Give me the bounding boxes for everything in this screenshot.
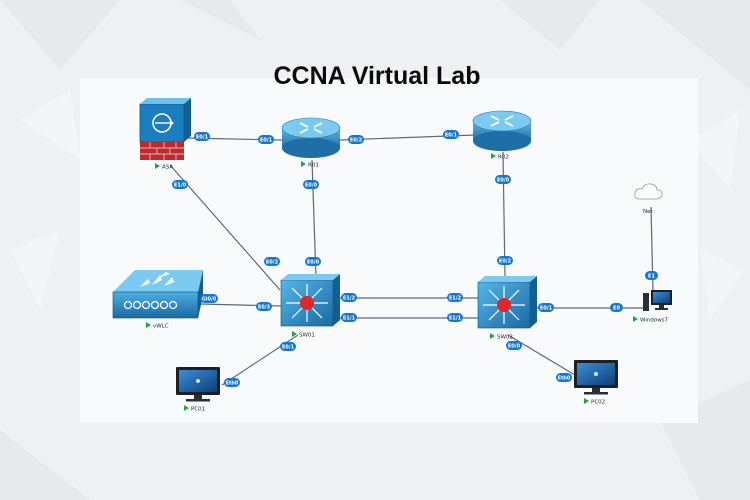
links (169, 134, 654, 386)
svg-text:E1/1: E1/1 (449, 316, 462, 322)
port-badge: E0/1 (194, 132, 210, 141)
svg-text:E1/2: E1/2 (449, 296, 462, 302)
device-label-pc01: PC01 (191, 407, 205, 413)
link-asa-sw01 (169, 164, 281, 291)
svg-text:E0/0: E0/0 (305, 183, 318, 189)
page-title: CCNA Virtual Lab (273, 62, 481, 90)
svg-text:Eth0: Eth0 (226, 381, 239, 387)
port-badge: E0/0 (506, 341, 522, 350)
port-badge: E0/1 (538, 303, 554, 312)
status-arrow-icon (491, 153, 496, 159)
device-label-asa: ASA (162, 165, 173, 171)
svg-text:E1/2: E1/2 (343, 296, 356, 302)
status-arrow-icon (184, 405, 189, 411)
port-badge: Gi0/0 (200, 294, 218, 303)
wireless-controller-icon[interactable] (112, 270, 203, 319)
svg-text:E0/1: E0/1 (445, 133, 458, 139)
port-badge: E1/1 (447, 313, 463, 322)
svg-text:E0/1: E0/1 (282, 345, 295, 351)
device-label-r01: R01 (308, 163, 319, 169)
svg-text:E0/1: E0/1 (260, 138, 273, 144)
port-badge: E1/2 (447, 293, 463, 302)
svg-text:E0/0: E0/0 (497, 178, 510, 184)
port-badge: Eth0 (224, 378, 240, 387)
port-badge: E0/0 (495, 175, 511, 184)
svg-text:E0/2: E0/2 (350, 138, 363, 144)
multilayer-switch-icon[interactable] (477, 276, 537, 329)
port-badge: E0 (610, 303, 623, 312)
port-badge: E1/2 (341, 293, 357, 302)
device-label-pc02: PC02 (591, 400, 605, 406)
port-badge: E1 (645, 271, 658, 280)
svg-text:E0/0: E0/0 (508, 344, 521, 350)
status-arrow-icon (490, 333, 495, 339)
port-badge: E0/0 (305, 257, 321, 266)
port-badge: Eth0 (556, 373, 572, 382)
port-badge: E1/1 (341, 313, 357, 322)
port-badge: E0/0 (303, 180, 319, 189)
svg-text:E0/2: E0/2 (266, 260, 279, 266)
device-label-r02: R02 (498, 155, 509, 161)
device-label-sw02: SW02 (497, 335, 513, 341)
svg-text:E0/1: E0/1 (196, 135, 209, 141)
desktop-computer-icon[interactable] (643, 290, 672, 311)
asa-firewall-icon[interactable] (139, 98, 191, 160)
port-badge: E0/2 (497, 256, 513, 265)
port-badge: E0/1 (280, 342, 296, 351)
port-badge: E0/2 (348, 135, 364, 144)
status-arrow-icon (292, 331, 297, 337)
cloud-icon[interactable] (634, 183, 663, 200)
svg-text:E0/2: E0/2 (499, 259, 512, 265)
svg-text:E1/1: E1/1 (343, 316, 356, 322)
svg-text:E0/1: E0/1 (540, 306, 553, 312)
device-label-windows7: Windows7 (640, 318, 669, 324)
svg-text:E0/0: E0/0 (307, 260, 320, 266)
device-label-sw01: SW01 (299, 333, 315, 339)
device-label-vwlc: vWLC (153, 324, 169, 330)
svg-text:E1/0: E1/0 (174, 183, 187, 189)
device-label-net: Net (643, 209, 653, 215)
status-arrow-icon (146, 322, 151, 328)
svg-text:E0: E0 (613, 306, 620, 312)
svg-text:E0/3: E0/3 (258, 305, 271, 311)
port-badges: E0/1 E0/1 E0/2 E0/1 E1/0 E0/2 E0/0 E0/0 … (172, 130, 658, 387)
port-badge: E1/0 (172, 180, 188, 189)
status-arrow-icon (633, 316, 638, 322)
multilayer-switch-icon[interactable] (280, 274, 340, 327)
svg-text:E1: E1 (648, 274, 655, 280)
svg-text:Eth0: Eth0 (558, 376, 571, 382)
svg-text:Gi0/0: Gi0/0 (202, 297, 217, 303)
status-arrow-icon (155, 163, 160, 169)
status-arrow-icon (584, 398, 589, 404)
port-badge: E0/1 (258, 135, 274, 144)
port-badge: E0/2 (264, 257, 280, 266)
monitor-icon[interactable] (574, 360, 618, 395)
router-icon[interactable] (472, 110, 532, 151)
router-icon[interactable] (281, 117, 341, 158)
port-badge: E0/1 (443, 130, 459, 139)
monitor-icon[interactable] (176, 367, 220, 402)
port-badge: E0/3 (256, 302, 272, 311)
status-arrow-icon (301, 161, 306, 167)
